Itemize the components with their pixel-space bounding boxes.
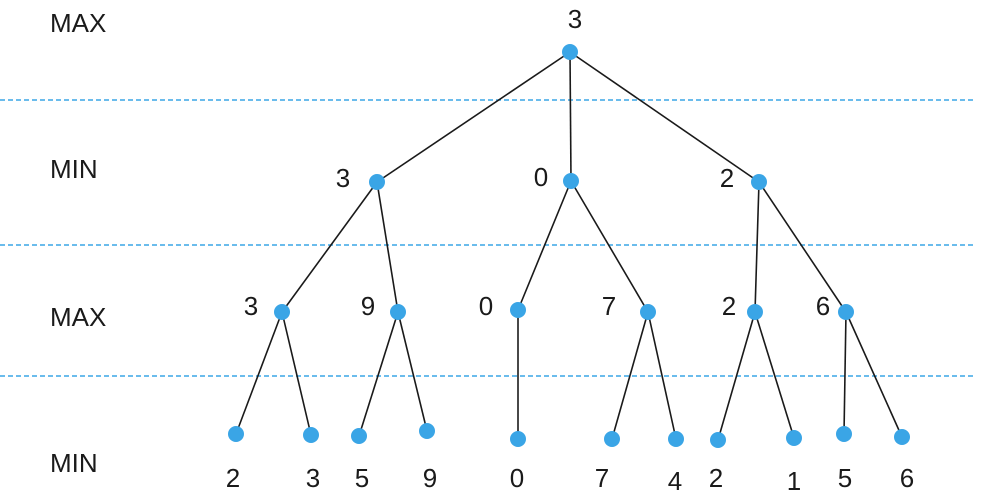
level-label-min-2: MIN	[50, 448, 98, 478]
node-value: 9	[361, 291, 375, 321]
leaf-value: 2	[226, 463, 240, 493]
leaf-value: 3	[306, 463, 320, 493]
tree-node	[640, 304, 656, 320]
leaf-node	[710, 432, 726, 448]
tree-edge	[647, 311, 677, 440]
leaf-node	[668, 431, 684, 447]
leaf-value: 7	[595, 463, 609, 493]
tree-node	[563, 173, 579, 189]
tree-node	[510, 302, 526, 318]
node-value: 0	[534, 162, 548, 192]
leaf-node	[836, 426, 852, 442]
node-value: 2	[720, 163, 734, 193]
tree-node	[274, 304, 290, 320]
node-value: 3	[244, 291, 258, 321]
tree-node	[747, 304, 763, 320]
leaf-node	[510, 431, 526, 447]
tree-node	[369, 174, 385, 190]
tree-edge	[517, 180, 572, 311]
level-label-max-1: MAX	[50, 8, 106, 38]
leaf-node	[228, 426, 244, 442]
tree-edge	[281, 181, 378, 313]
tree-node-values: 2 3 3 5 9 9 3 0 0 7 4 7 0 2 1 2 5 6 6 2 3	[226, 4, 914, 494]
leaf-node	[303, 427, 319, 443]
tree-edge	[397, 311, 428, 432]
node-value: 7	[602, 291, 616, 321]
leaf-value: 1	[787, 466, 801, 494]
tree-edge	[611, 311, 649, 440]
leaf-value: 9	[423, 463, 437, 493]
leaf-value: 5	[838, 463, 852, 493]
leaf-value: 2	[709, 463, 723, 493]
level-label-min-1: MIN	[50, 154, 98, 184]
node-value: 3	[568, 4, 582, 34]
node-value: 2	[722, 291, 736, 321]
tree-node	[838, 304, 854, 320]
tree-edge	[569, 51, 760, 183]
level-label-max-2: MAX	[50, 302, 106, 332]
leaf-value: 5	[355, 463, 369, 493]
leaf-node	[351, 428, 367, 444]
tree-edge	[758, 181, 847, 313]
tree-edge	[717, 311, 756, 441]
tree-edge	[845, 311, 903, 438]
leaf-value: 6	[900, 463, 914, 493]
tree-node	[562, 44, 578, 60]
tree-edge	[570, 180, 649, 313]
node-value: 6	[816, 291, 830, 321]
leaf-node	[894, 429, 910, 445]
node-value: 3	[336, 163, 350, 193]
tree-edges	[235, 51, 903, 441]
tree-edge	[281, 311, 312, 436]
node-value: 0	[479, 291, 493, 321]
leaf-node	[786, 430, 802, 446]
tree-edge	[376, 181, 399, 313]
leaf-value: 0	[510, 463, 524, 493]
tree-edge	[754, 311, 795, 439]
tree-edge	[376, 51, 571, 183]
tree-edge	[569, 51, 572, 182]
tree-node	[751, 174, 767, 190]
leaf-node	[604, 431, 620, 447]
tree-edge	[235, 311, 283, 435]
tree-node	[390, 304, 406, 320]
tree-edge	[754, 181, 760, 313]
leaf-value: 4	[668, 466, 682, 494]
leaf-node	[419, 423, 435, 439]
tree-edge	[843, 311, 847, 435]
tree-edge	[358, 311, 399, 437]
tree-nodes	[228, 44, 910, 448]
